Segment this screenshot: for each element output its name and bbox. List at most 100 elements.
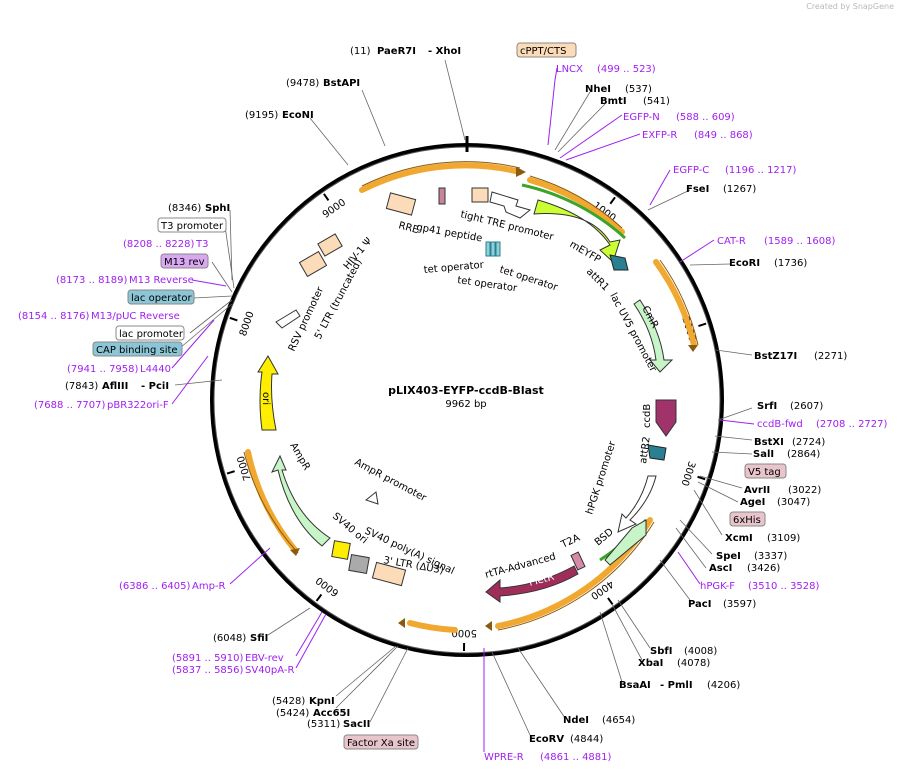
tre-arrow xyxy=(489,191,532,219)
primer-l4440: L4440 xyxy=(140,364,171,375)
svg-text:(4078): (4078) xyxy=(677,658,710,669)
enzyme-paci: PacI xyxy=(688,599,711,610)
enzyme-sbfi: SbfI xyxy=(650,646,672,657)
enzyme-xcmi: XcmI xyxy=(725,533,753,544)
arc-2 xyxy=(527,177,625,235)
primer-cat-r: CAT-R xyxy=(717,236,746,247)
arrowhead-3 xyxy=(398,618,405,628)
t2a-box xyxy=(570,551,586,571)
green-arc-1 xyxy=(521,183,627,240)
primer-ebv-rev: EBV-rev xyxy=(245,653,284,664)
tick-2000 xyxy=(698,322,707,327)
enzyme-kpni: KpnI xyxy=(309,696,335,707)
cmr-arrow xyxy=(633,299,674,373)
svg-text:(5837 .. 5856): (5837 .. 5856) xyxy=(172,665,244,676)
label-cap-binding-site: CAP binding site xyxy=(96,345,178,356)
feature-arc-outlines xyxy=(243,161,699,631)
enzyme-avrii: AvrII xyxy=(744,485,770,496)
svg-text:(2607): (2607) xyxy=(790,401,823,412)
tick-8000 xyxy=(229,316,238,322)
svg-text:(4206): (4206) xyxy=(707,680,740,691)
primer-t3: T3 xyxy=(195,239,208,250)
ampr-promoter-arrow xyxy=(364,491,379,505)
svg-text:(4861 .. 4881): (4861 .. 4881) xyxy=(540,752,612,763)
arrowhead-5 xyxy=(290,548,300,556)
svg-text:(3426): (3426) xyxy=(747,563,780,574)
svg-text:(7843): (7843) xyxy=(65,381,98,392)
gp41-box xyxy=(438,187,446,205)
feature-tetop-1: tet operator xyxy=(423,260,485,276)
feature-attr2: attR2 xyxy=(638,436,653,465)
svg-text:(1267): (1267) xyxy=(723,184,756,195)
tick-label-9000: 9000 xyxy=(321,197,348,221)
cppt-box xyxy=(471,187,489,203)
primer-pbr322ori-f: pBR322ori-F xyxy=(107,400,169,411)
enzyme-econi: EcoNI xyxy=(282,110,314,121)
ampr-arrow xyxy=(271,454,331,547)
rre-box xyxy=(385,192,417,216)
enzyme-bstxi: BstXI xyxy=(754,437,784,448)
enzyme-xhoi: XhoI xyxy=(436,46,461,57)
svg-text:(8346): (8346) xyxy=(168,203,201,214)
feature-bsd: BSD xyxy=(593,526,616,548)
enzyme-ecori: EcoRI xyxy=(729,258,760,269)
feature-ampr: AmpR xyxy=(287,441,311,472)
svg-text:- PciI: - PciI xyxy=(141,381,169,392)
primer-lncx: LNCX xyxy=(556,64,583,75)
tick-label-5000: 5000 xyxy=(451,627,477,638)
feature-attr1: attR1 xyxy=(584,266,611,293)
primer-sv40pa-r: SV40pA-R xyxy=(245,665,294,676)
psi-box xyxy=(317,233,343,257)
tick-label-8000: 8000 xyxy=(238,310,257,338)
primer-exfp-r: EXFP-R xyxy=(642,130,677,141)
tick-4000 xyxy=(607,597,614,606)
primer-amp-r: Amp-R xyxy=(192,581,226,592)
rteta-arrow xyxy=(485,565,579,603)
hpgk-arrow xyxy=(617,475,657,533)
enzyme-ndei: NdeI xyxy=(563,715,589,726)
arc-5 xyxy=(407,620,458,633)
svg-text:(8154 .. 8176): (8154 .. 8176) xyxy=(18,311,90,322)
svg-text:(499 .. 523): (499 .. 523) xyxy=(597,64,656,75)
svg-text:(3109): (3109) xyxy=(767,533,800,544)
tick-7000 xyxy=(226,470,235,475)
feature-hpgk: hPGK promoter xyxy=(584,439,618,516)
tick-label-3000: 3000 xyxy=(678,460,696,488)
plasmid-name: pLIX403-EYFP-ccdB-Blast xyxy=(388,384,544,397)
svg-text:(8173 .. 8189): (8173 .. 8189) xyxy=(56,275,128,286)
svg-text:(8208 .. 8228): (8208 .. 8228) xyxy=(123,239,195,250)
primer-labels: LNCX (499 .. 523) EGFP-N (588 .. 609) EX… xyxy=(18,64,888,763)
svg-text:(4844): (4844) xyxy=(570,734,603,745)
tick-6000 xyxy=(315,593,323,602)
svg-text:(588 .. 609): (588 .. 609) xyxy=(676,112,735,123)
arc-3 xyxy=(653,259,697,348)
svg-text:(2271): (2271) xyxy=(814,351,847,362)
plasmid-size: 9962 bp xyxy=(445,399,486,410)
callout-lines xyxy=(174,59,753,736)
feature-ori: ori xyxy=(260,392,271,405)
feature-ampr-promoter: AmpR promoter xyxy=(353,457,429,504)
enzyme-bsaai: BsaAI xyxy=(619,680,651,691)
rsv-arrow xyxy=(275,309,301,329)
enzyme-nhei: NheI xyxy=(585,84,611,95)
svg-text:(541): (541) xyxy=(643,96,670,107)
bsd-arrow xyxy=(604,519,647,566)
svg-text:(5428): (5428) xyxy=(272,696,305,707)
enzyme-xbai: XbaI xyxy=(638,658,663,669)
svg-text:(7941 .. 7958): (7941 .. 7958) xyxy=(67,364,139,375)
svg-text:(3337): (3337) xyxy=(754,551,787,562)
label-v5-tag: V5 tag xyxy=(748,467,781,478)
feature-ccdb: ccdB xyxy=(642,404,653,428)
svg-text:(3510 .. 3528): (3510 .. 3528) xyxy=(748,581,820,592)
primer-hpgk-f: hPGK-F xyxy=(700,581,735,592)
svg-text:(3022): (3022) xyxy=(788,485,821,496)
svg-text:(7688 .. 7707): (7688 .. 7707) xyxy=(34,400,106,411)
enzyme-econi-pos: (9195) xyxy=(245,110,278,121)
primer-ccdb-fwd: ccdB-fwd xyxy=(757,419,803,430)
svg-text:(3597): (3597) xyxy=(723,599,756,610)
svg-text:(5891 .. 5910): (5891 .. 5910) xyxy=(172,653,244,664)
enzyme-pcii: PciI xyxy=(149,381,169,392)
tet-operators xyxy=(485,241,501,257)
attr1-box xyxy=(609,254,629,271)
tick-marks xyxy=(226,193,707,651)
